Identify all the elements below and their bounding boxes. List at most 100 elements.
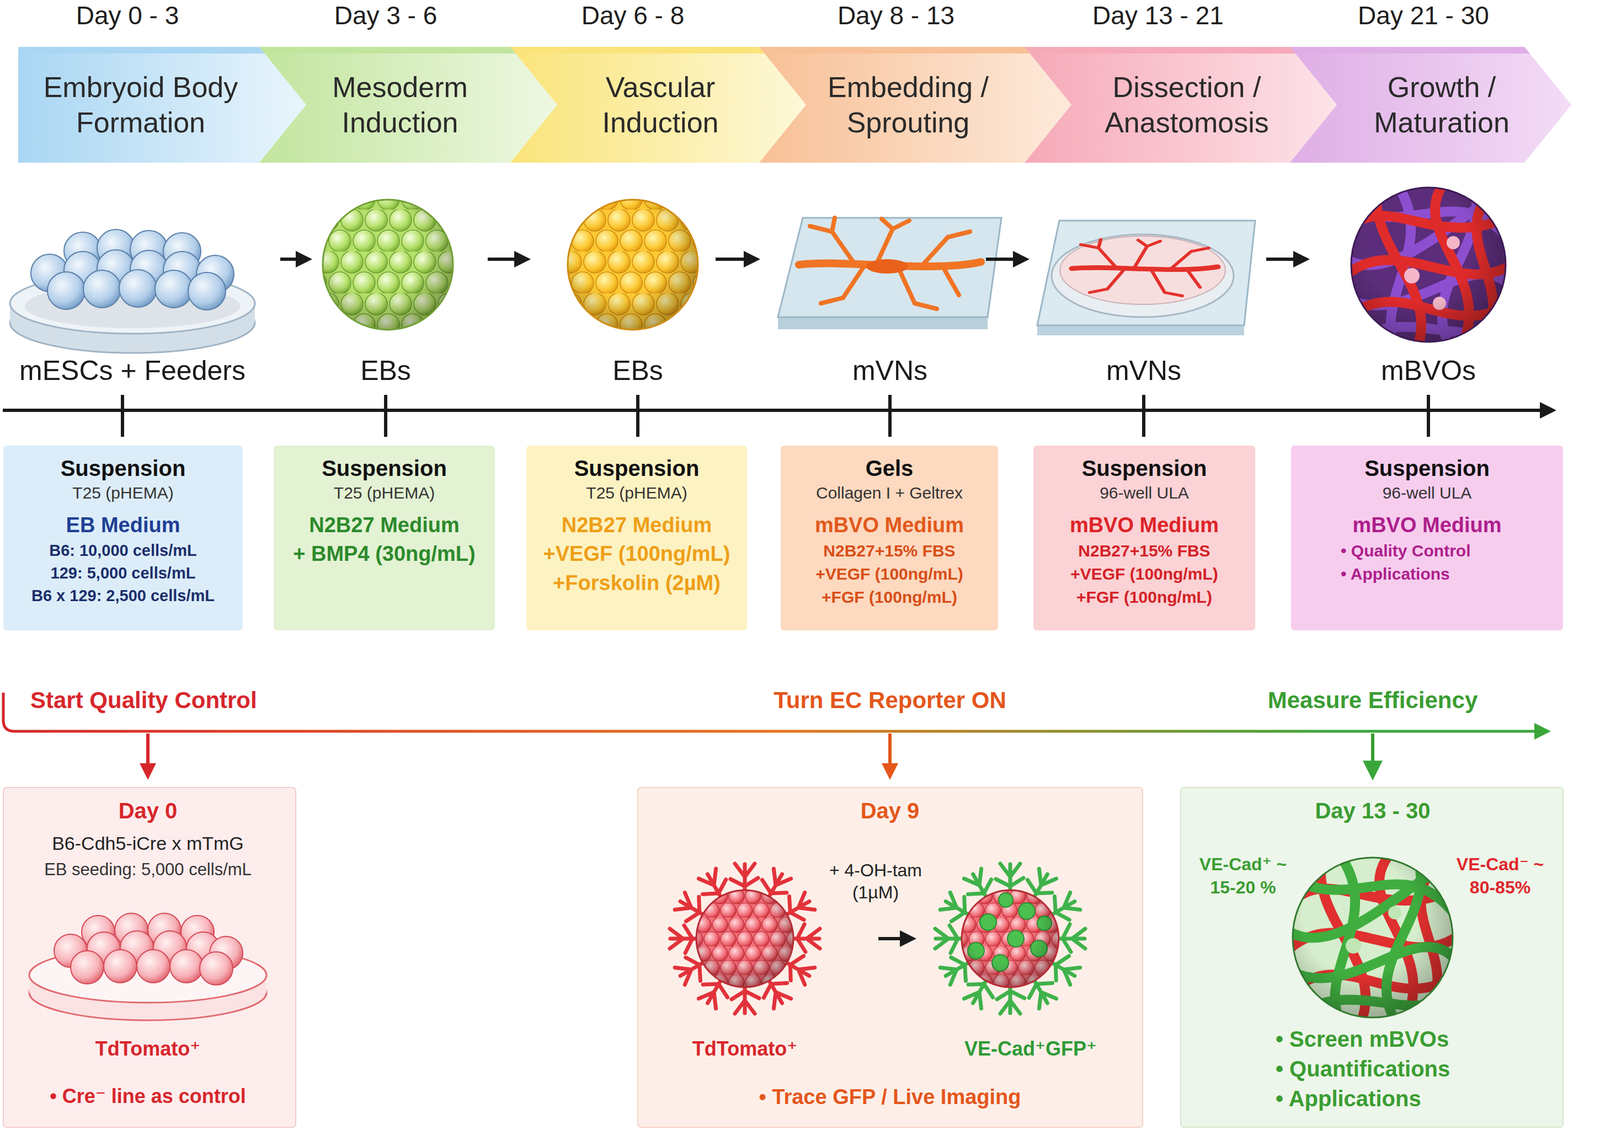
bullet-item: • Quality Control	[1340, 539, 1558, 563]
organoid-gfp	[961, 890, 1059, 988]
qc-panel: Day 0B6-Cdh5-iCre x mTmGEB seeding: 5,00…	[3, 787, 296, 1128]
blood-vessel-organoid	[1345, 182, 1512, 348]
culture-format: Suspension	[8, 454, 238, 483]
medium-name: mBVO Medium	[786, 510, 993, 540]
day-range: Day 8 - 13	[785, 1, 1007, 30]
petri-dish-mescs	[188, 272, 226, 311]
vessel-type: T25 (pHEMA)	[279, 482, 490, 505]
dish-vascular-network	[1037, 325, 1245, 336]
stage-caption: mVNs	[923, 354, 1365, 388]
organoid-efficiency	[1289, 855, 1456, 1021]
qc-step-label: Turn EC Reporter ON	[669, 686, 1111, 715]
day-range: Day 6 - 8	[522, 1, 744, 30]
timeline-axis	[2, 395, 1554, 437]
vessel-type: T25 (pHEMA)	[531, 482, 742, 505]
stage-arrow	[715, 257, 757, 261]
qc-panel-fill	[3, 787, 296, 1128]
gel-vascular-network	[777, 217, 1002, 318]
organoid-gfp	[961, 890, 1059, 988]
stage-title: Growth / Maturation	[1331, 69, 1552, 141]
petri-dish-tdtomato	[29, 913, 267, 1021]
chevron-shape	[510, 46, 807, 163]
medium-component: N2B27+15% FBS	[786, 539, 993, 563]
petri-dish-tdtomato	[136, 950, 170, 984]
medium-name: EB Medium	[8, 510, 238, 540]
stage-chevron: Day 13 - 21Dissection / Anastomosis	[1024, 46, 1337, 163]
medium-name: N2B27 Medium	[279, 510, 490, 540]
gel-vascular-network	[866, 259, 909, 274]
medium-name: mBVO Medium	[1296, 510, 1558, 540]
condition-box: Suspension96-well ULAmBVO MediumN2B27+15…	[1033, 445, 1256, 631]
stage-caption: mESCs + Feeders	[8, 354, 257, 388]
medium-component: +FGF (100ng/mL)	[1038, 585, 1250, 610]
stage-chevron: Day 3 - 6Mesoderm Induction	[259, 46, 558, 163]
day-range: Day 3 - 6	[275, 1, 496, 30]
condition-box: SuspensionT25 (pHEMA)EB MediumB6: 10,000…	[3, 445, 243, 631]
medium-name: N2B27 Medium	[531, 510, 742, 540]
stage-arrow	[487, 257, 528, 261]
medium-component: N2B27+15% FBS	[1038, 539, 1250, 563]
embryoid-body-green	[322, 199, 453, 330]
medium-component: +VEGF (100ng/mL)	[531, 539, 742, 569]
organoid-tdtomato	[696, 890, 794, 988]
organoid-gfp	[961, 890, 1059, 988]
treatment-arrow	[878, 937, 914, 941]
culture-format: Suspension	[531, 454, 742, 483]
qc-text: TdTomato⁺	[645, 1037, 845, 1062]
organoid-tdtomato	[669, 864, 820, 1015]
condition-box: SuspensionT25 (pHEMA) N2B27 Medium+VEGF (…	[526, 445, 748, 631]
timeline-axis	[384, 395, 388, 437]
qc-timeline	[146, 733, 150, 777]
petri-dish-mescs	[47, 272, 85, 310]
blood-vessel-organoid	[1351, 187, 1506, 343]
medium-component: + BMP4 (30ng/mL)	[279, 539, 490, 569]
stage-arrow	[280, 257, 1307, 261]
qc-step-label: Measure Efficiency	[1153, 686, 1592, 715]
petri-dish-tdtomato	[199, 952, 233, 986]
qc-panel-fill	[637, 787, 1143, 1128]
qc-text: + 4-OH-tam (1µM)	[812, 859, 940, 904]
organoid-tdtomato	[669, 864, 820, 1015]
petri-dish-tdtomato	[70, 951, 104, 985]
stage-arrow	[985, 257, 1027, 261]
culture-format: Suspension	[279, 454, 490, 483]
culture-format: Suspension	[1296, 454, 1558, 483]
day-range: Day 13 - 21	[1047, 1, 1269, 30]
timeline-axis	[1142, 395, 1146, 437]
qc-text: • Screen mBVOs	[1275, 1025, 1546, 1054]
embryoid-body-green	[322, 199, 453, 330]
petri-dish-mescs	[83, 270, 121, 308]
stage-title: Mesoderm Induction	[289, 69, 511, 141]
stage-title: Embryoid Body Formation	[30, 69, 252, 141]
qc-text: Day 0	[9, 797, 286, 825]
stage-chevron: Day 0 - 3Embryoid Body Formation	[18, 46, 307, 163]
chevron-shape	[18, 46, 307, 163]
organoid-tdtomato	[696, 890, 794, 988]
gel-vascular-network	[798, 217, 981, 309]
stage-chevron: Day 8 - 13Embedding / Sprouting	[759, 46, 1072, 163]
medium-component: +VEGF (100ng/mL)	[1038, 562, 1250, 586]
blood-vessel-organoid	[1345, 182, 1512, 348]
chevron-shape	[1024, 46, 1337, 163]
qc-text: • Trace GFP / Live Imaging	[652, 1084, 1128, 1111]
gel-vascular-network	[777, 217, 1002, 330]
condition-box: SuspensionT25 (pHEMA) N2B27 Medium+ BMP4 …	[273, 445, 495, 631]
medium-component: B6 x 129: 2,500 cells/mL	[8, 584, 238, 608]
stage-caption: mVNs	[669, 354, 1111, 388]
stage-title: Dissection / Anastomosis	[1076, 69, 1298, 141]
timeline-axis	[120, 395, 125, 437]
medium-component: +Forskolin (2µM)	[531, 568, 742, 599]
medium-component: B6: 10,000 cells/mL	[8, 539, 238, 563]
qc-text: TdTomato⁺	[37, 1037, 259, 1062]
organoid-gfp	[935, 864, 1086, 1015]
organoid-efficiency	[1289, 855, 1456, 1021]
gel-vascular-network	[777, 317, 988, 330]
embryoid-body-yellow	[567, 199, 698, 330]
treatment-arrow	[878, 939, 914, 940]
qc-panel: Day 13 - 30VE-Cad⁺ ~ 15-20 %VE-Cad⁻ ~ 80…	[1180, 787, 1564, 1128]
dish-vascular-network	[1072, 239, 1218, 296]
qc-step-label: Start Quality Control	[30, 686, 527, 715]
organoid-efficiency	[1289, 855, 1456, 1021]
qc-text: Day 13 - 30	[1234, 797, 1511, 825]
